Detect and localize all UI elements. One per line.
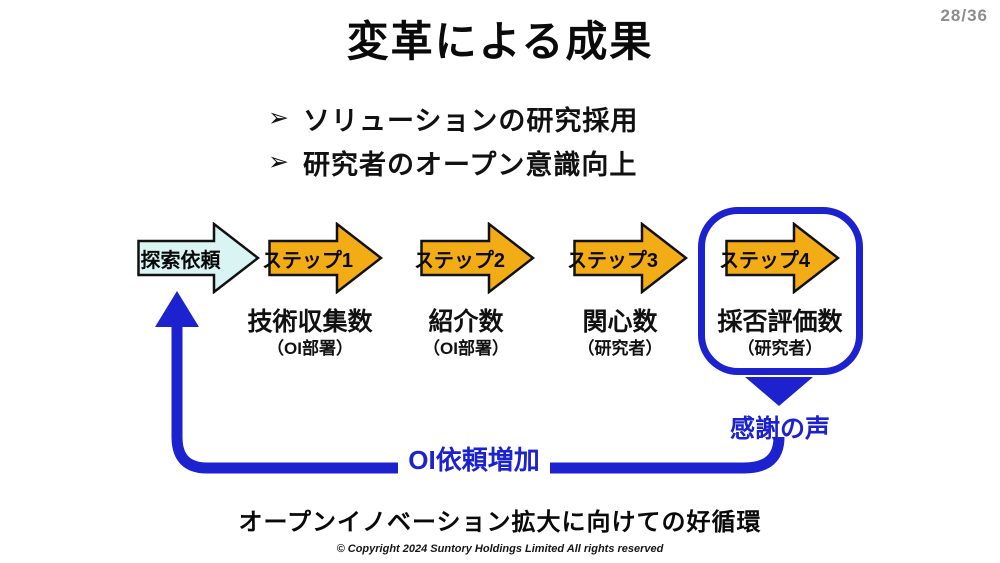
- block-arrow-shape: [725, 222, 840, 294]
- block-arrow-shape: [420, 222, 535, 294]
- flow-arrow-step4: ステップ4: [718, 222, 840, 294]
- metric-label: 紹介数: [428, 308, 504, 336]
- flow-arrow-step1: ステップ1: [261, 222, 383, 294]
- page-title: 変革による成果: [346, 18, 654, 65]
- loop-label: OI依頼増加: [398, 441, 550, 475]
- arrow-label: ステップ3: [566, 249, 659, 272]
- flow-arrow-request: 探索依頼: [137, 222, 260, 294]
- arrow-label: 探索依頼: [140, 249, 221, 272]
- list-item: ➢ 研究者のオープン意識向上: [268, 140, 638, 184]
- metric-label: 技術収集数: [247, 308, 373, 336]
- list-item: ➢ ソリューションの研究採用: [268, 96, 638, 140]
- highlight-text: ソリューションの研究採用: [302, 105, 639, 136]
- step4-highlight-box: [698, 207, 863, 375]
- conclusion-text: オープンイノベーション拡大に向けての好循環: [238, 509, 762, 536]
- owner-label: （研究者）: [577, 339, 663, 358]
- metric-step3: 関心数 （研究者）: [535, 306, 705, 360]
- metric-label: 関心数: [582, 308, 658, 336]
- metric-label: 採否評価数: [717, 308, 843, 336]
- metric-step2: 紹介数 （OI部署）: [381, 306, 551, 360]
- arrow-bullet-icon: ➢: [268, 147, 289, 176]
- gratitude-arrow-down-icon: [745, 377, 813, 406]
- metric-step4: 採否評価数 （研究者）: [695, 306, 865, 360]
- owner-label: （OI部署）: [267, 339, 353, 358]
- copyright-text: © Copyright 2024 Suntory Holdings Limite…: [336, 543, 664, 555]
- highlight-text: 研究者のオープン意識向上: [302, 149, 638, 180]
- loop-arrowhead-up-icon: [155, 291, 199, 327]
- gratitude-label: 感謝の声: [729, 415, 830, 443]
- highlights-list: ➢ ソリューションの研究採用 ➢ 研究者のオープン意識向上: [268, 96, 638, 184]
- block-arrow-shape: [573, 222, 688, 294]
- block-arrow-shape: [268, 222, 383, 294]
- flow-arrow-step2: ステップ2: [413, 222, 535, 294]
- page-number: 28/36: [940, 6, 988, 25]
- metric-step1: 技術収集数 （OI部署）: [225, 306, 395, 360]
- owner-label: （研究者）: [737, 339, 823, 358]
- arrow-label: ステップ2: [413, 249, 506, 272]
- flow-arrow-step3: ステップ3: [566, 222, 688, 294]
- block-arrow-shape: [137, 222, 260, 294]
- arrow-bullet-icon: ➢: [268, 103, 289, 132]
- arrow-label: ステップ1: [261, 249, 354, 272]
- arrow-label: ステップ4: [718, 249, 811, 272]
- owner-label: （OI部署）: [423, 339, 509, 358]
